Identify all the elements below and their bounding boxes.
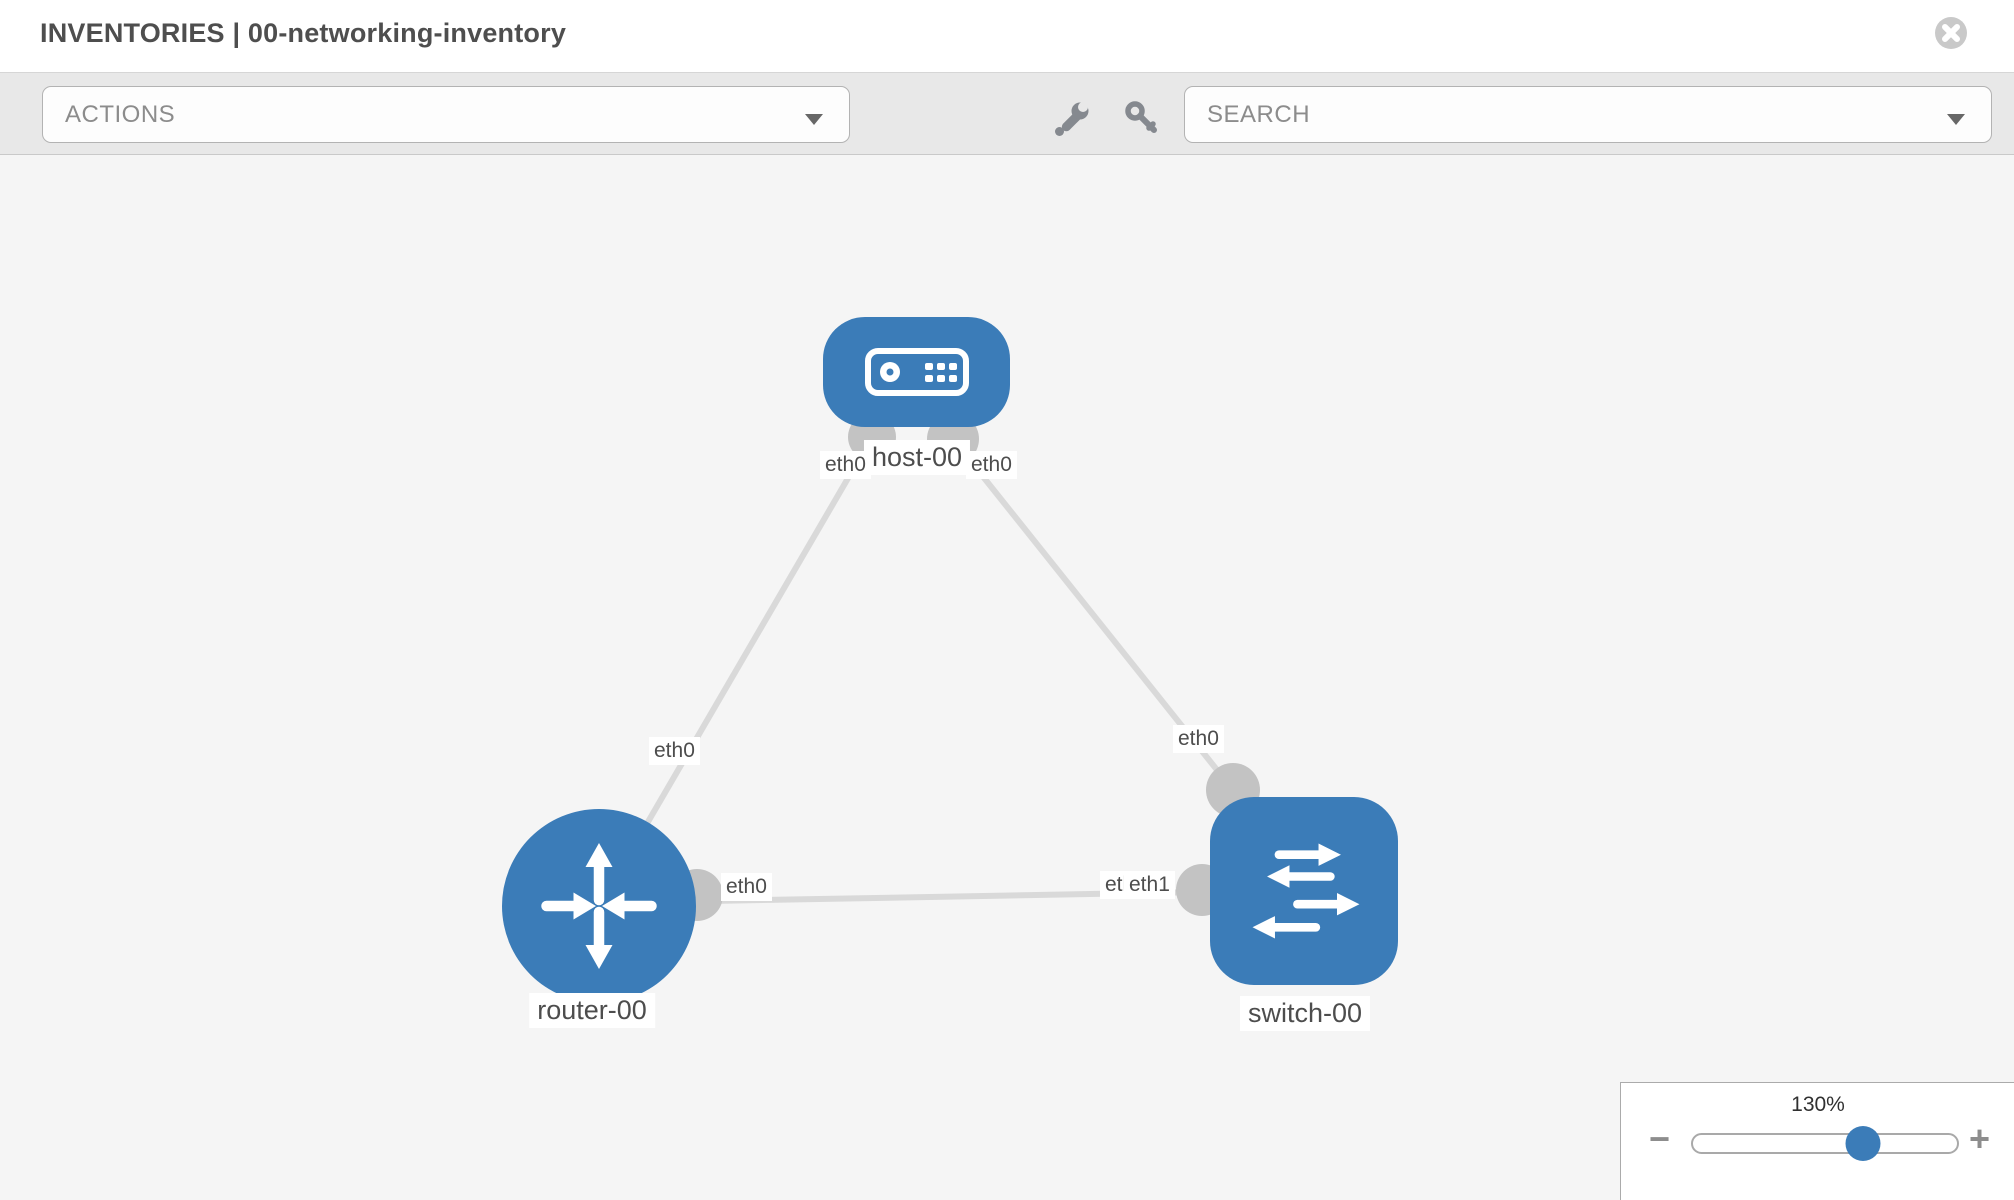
page-title: INVENTORIES | 00-networking-inventory — [40, 18, 567, 48]
node-label-router-00: router-00 — [529, 993, 655, 1028]
zoom-slider-thumb[interactable] — [1845, 1126, 1881, 1161]
zoom-control-panel: 130% − + — [1620, 1082, 2014, 1200]
node-switch-00[interactable] — [1210, 797, 1398, 985]
header: INVENTORIES | 00-networking-inventory — [0, 0, 2014, 72]
close-icon[interactable] — [1934, 16, 1968, 50]
interface-label-router-eth0: eth0 — [649, 737, 700, 765]
actions-dropdown-label: ACTIONS — [65, 100, 176, 128]
search-dropdown[interactable]: SEARCH — [1184, 86, 1992, 143]
actions-dropdown[interactable]: ACTIONS — [42, 86, 850, 143]
interface-label-switch-eth1: eth1 — [1124, 871, 1175, 899]
interface-label-router-eth0: eth0 — [721, 873, 772, 901]
zoom-percent-readout: 130% — [1791, 1093, 1845, 1116]
interface-label-host-eth0: eth0 — [966, 451, 1017, 479]
switch-icon — [1252, 843, 1360, 939]
node-host-00[interactable] — [823, 317, 1010, 427]
search-dropdown-label: SEARCH — [1207, 100, 1311, 128]
interface-label-host-eth0: eth0 — [820, 451, 871, 479]
links-layer — [596, 413, 1260, 921]
wrench-icon[interactable] — [1052, 99, 1092, 139]
zoom-in-button[interactable]: + — [1969, 1118, 1991, 1159]
zoom-slider-track[interactable] — [1691, 1126, 1959, 1161]
chevron-down-icon — [1947, 114, 1965, 125]
interface-label-switch-eth0: eth0 — [1173, 725, 1224, 753]
host-icon — [864, 348, 969, 396]
key-icon[interactable] — [1122, 99, 1162, 139]
node-label-switch-00: switch-00 — [1239, 996, 1371, 1031]
topology-canvas[interactable]: host-00 router-00 switch-00 eth0 eth0 et… — [0, 155, 2014, 1200]
zoom-out-button[interactable]: − — [1649, 1118, 1671, 1159]
node-label-host-00: host-00 — [863, 440, 971, 475]
node-router-00[interactable] — [502, 809, 696, 1003]
router-icon — [541, 843, 657, 969]
toolbar: ACTIONS SEARCH — [0, 72, 2014, 155]
chevron-down-icon — [805, 114, 823, 125]
